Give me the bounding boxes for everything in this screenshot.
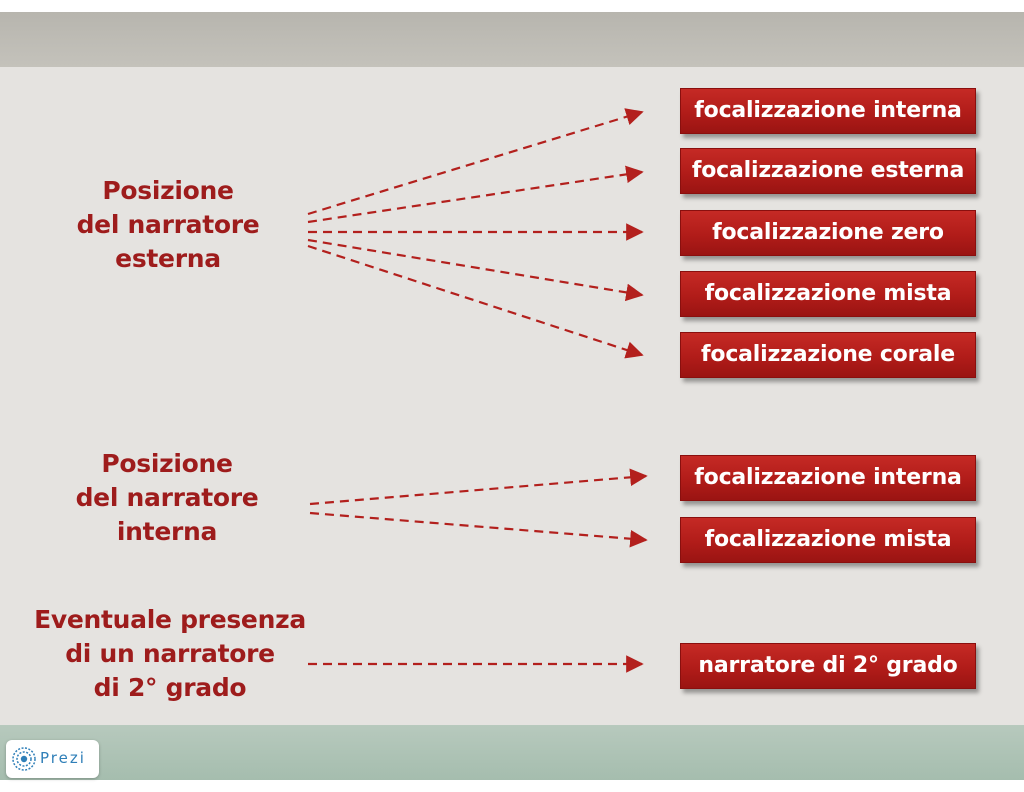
label-line: del narratore: [76, 210, 260, 239]
label-line: esterna: [115, 244, 221, 273]
arrow-internal-to-internal: [309, 468, 648, 506]
arrow-external-to-external: [307, 165, 644, 224]
label-line: di un narratore: [65, 639, 275, 668]
arrow-external-to-internal: [307, 108, 644, 216]
bottom-band: [0, 725, 1024, 780]
arrow-internal-to-mixed: [309, 511, 648, 548]
arrow-external-to-choral: [307, 244, 644, 359]
label-line: Posizione: [101, 449, 233, 478]
box-focalizzazione-mista-2: focalizzazione mista: [680, 517, 976, 563]
top-band: [0, 12, 1024, 67]
label-external-narrator: Posizione del narratore esterna: [58, 174, 278, 276]
prezi-brand-text: Prezi: [40, 749, 86, 767]
label-line: Eventuale presenza: [34, 605, 306, 634]
label-second-degree-narrator: Eventuale presenza di un narratore di 2°…: [30, 603, 310, 705]
arrow-external-to-mixed: [307, 238, 644, 302]
box-focalizzazione-interna-2: focalizzazione interna: [680, 455, 976, 501]
prezi-logo-icon: [12, 747, 36, 771]
label-line: del narratore: [75, 483, 259, 512]
box-narratore-secondo-grado: narratore di 2° grado: [680, 643, 976, 689]
label-line: interna: [116, 517, 218, 546]
label-internal-narrator: Posizione del narratore interna: [57, 447, 277, 549]
label-line: Posizione: [102, 176, 234, 205]
box-focalizzazione-interna: focalizzazione interna: [680, 88, 976, 134]
box-focalizzazione-esterna: focalizzazione esterna: [680, 148, 976, 194]
box-focalizzazione-zero: focalizzazione zero: [680, 210, 976, 256]
box-focalizzazione-mista: focalizzazione mista: [680, 271, 976, 317]
box-focalizzazione-corale: focalizzazione corale: [680, 332, 976, 378]
prezi-badge[interactable]: Prezi: [6, 740, 99, 778]
label-line: di 2° grado: [93, 673, 247, 702]
